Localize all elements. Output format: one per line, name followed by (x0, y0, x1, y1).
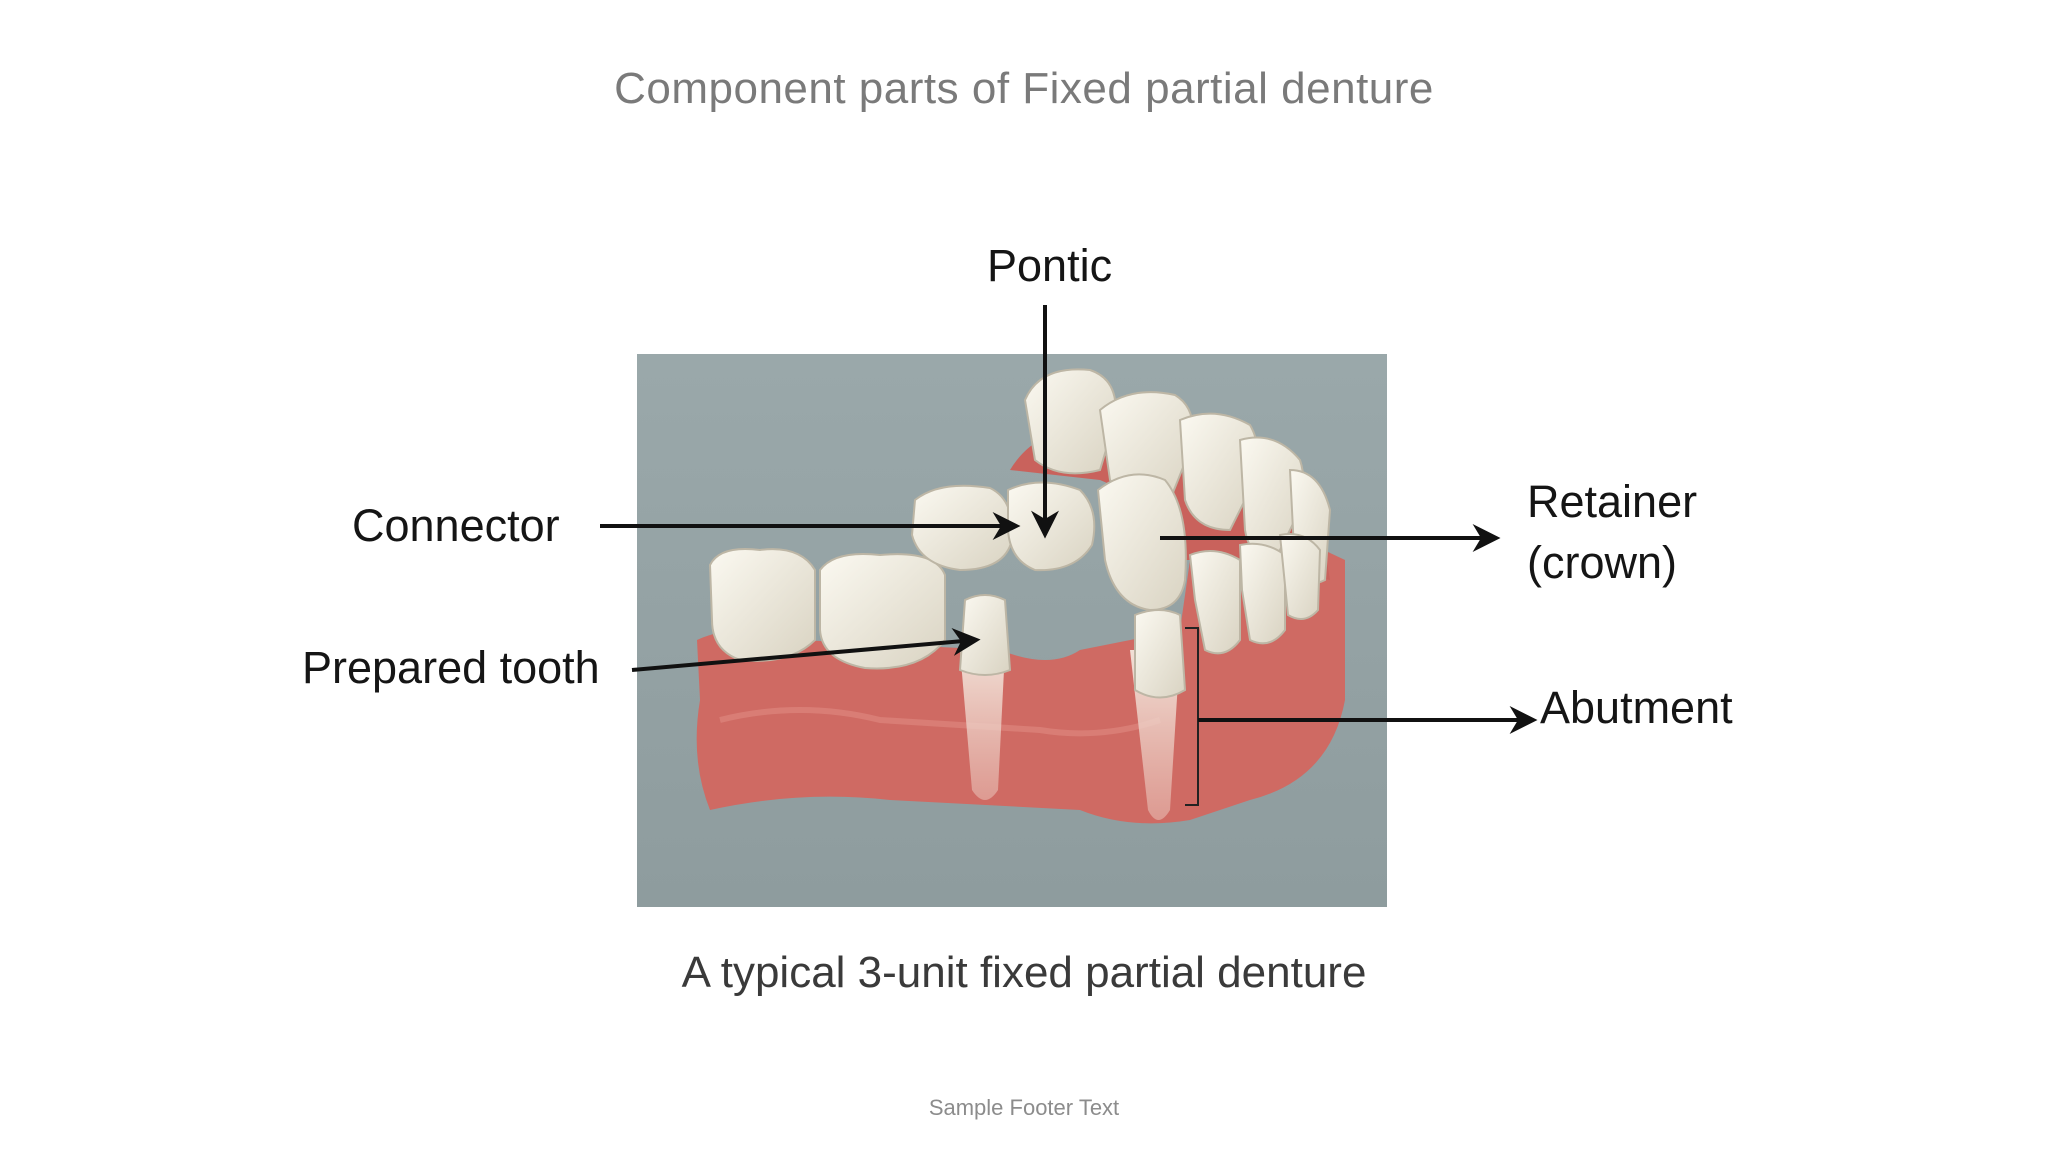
abutment-label: Abutment (1540, 682, 1733, 733)
footer-text: Sample Footer Text (928, 1095, 1120, 1120)
prepared-tooth-root (960, 650, 1005, 800)
retainer-label-line2: (crown) (1527, 536, 1678, 588)
retainer-label-line1: Retainer (1527, 476, 1698, 527)
bridge-retainer-right (1096, 473, 1187, 612)
figure-caption: A typical 3-unit fixed partial denture (681, 948, 1367, 997)
prepared-tooth-arrow (631, 628, 981, 672)
right-abutment-tooth (1134, 609, 1187, 699)
molar-left-2 (819, 553, 946, 670)
slide-title: Component parts of Fixed partial denture (614, 64, 1434, 113)
abutment-bracket (1185, 627, 1199, 806)
retainer-label: Retainer (crown) (1527, 472, 1697, 594)
bridge-pontic (1007, 481, 1096, 572)
pontic-label: Pontic (987, 240, 1113, 291)
molar-left-1 (708, 548, 816, 662)
gum (696, 520, 1345, 824)
prepared-tooth (958, 594, 1012, 676)
prepared-tooth-label: Prepared tooth (302, 642, 600, 693)
connector-label: Connector (352, 500, 560, 551)
